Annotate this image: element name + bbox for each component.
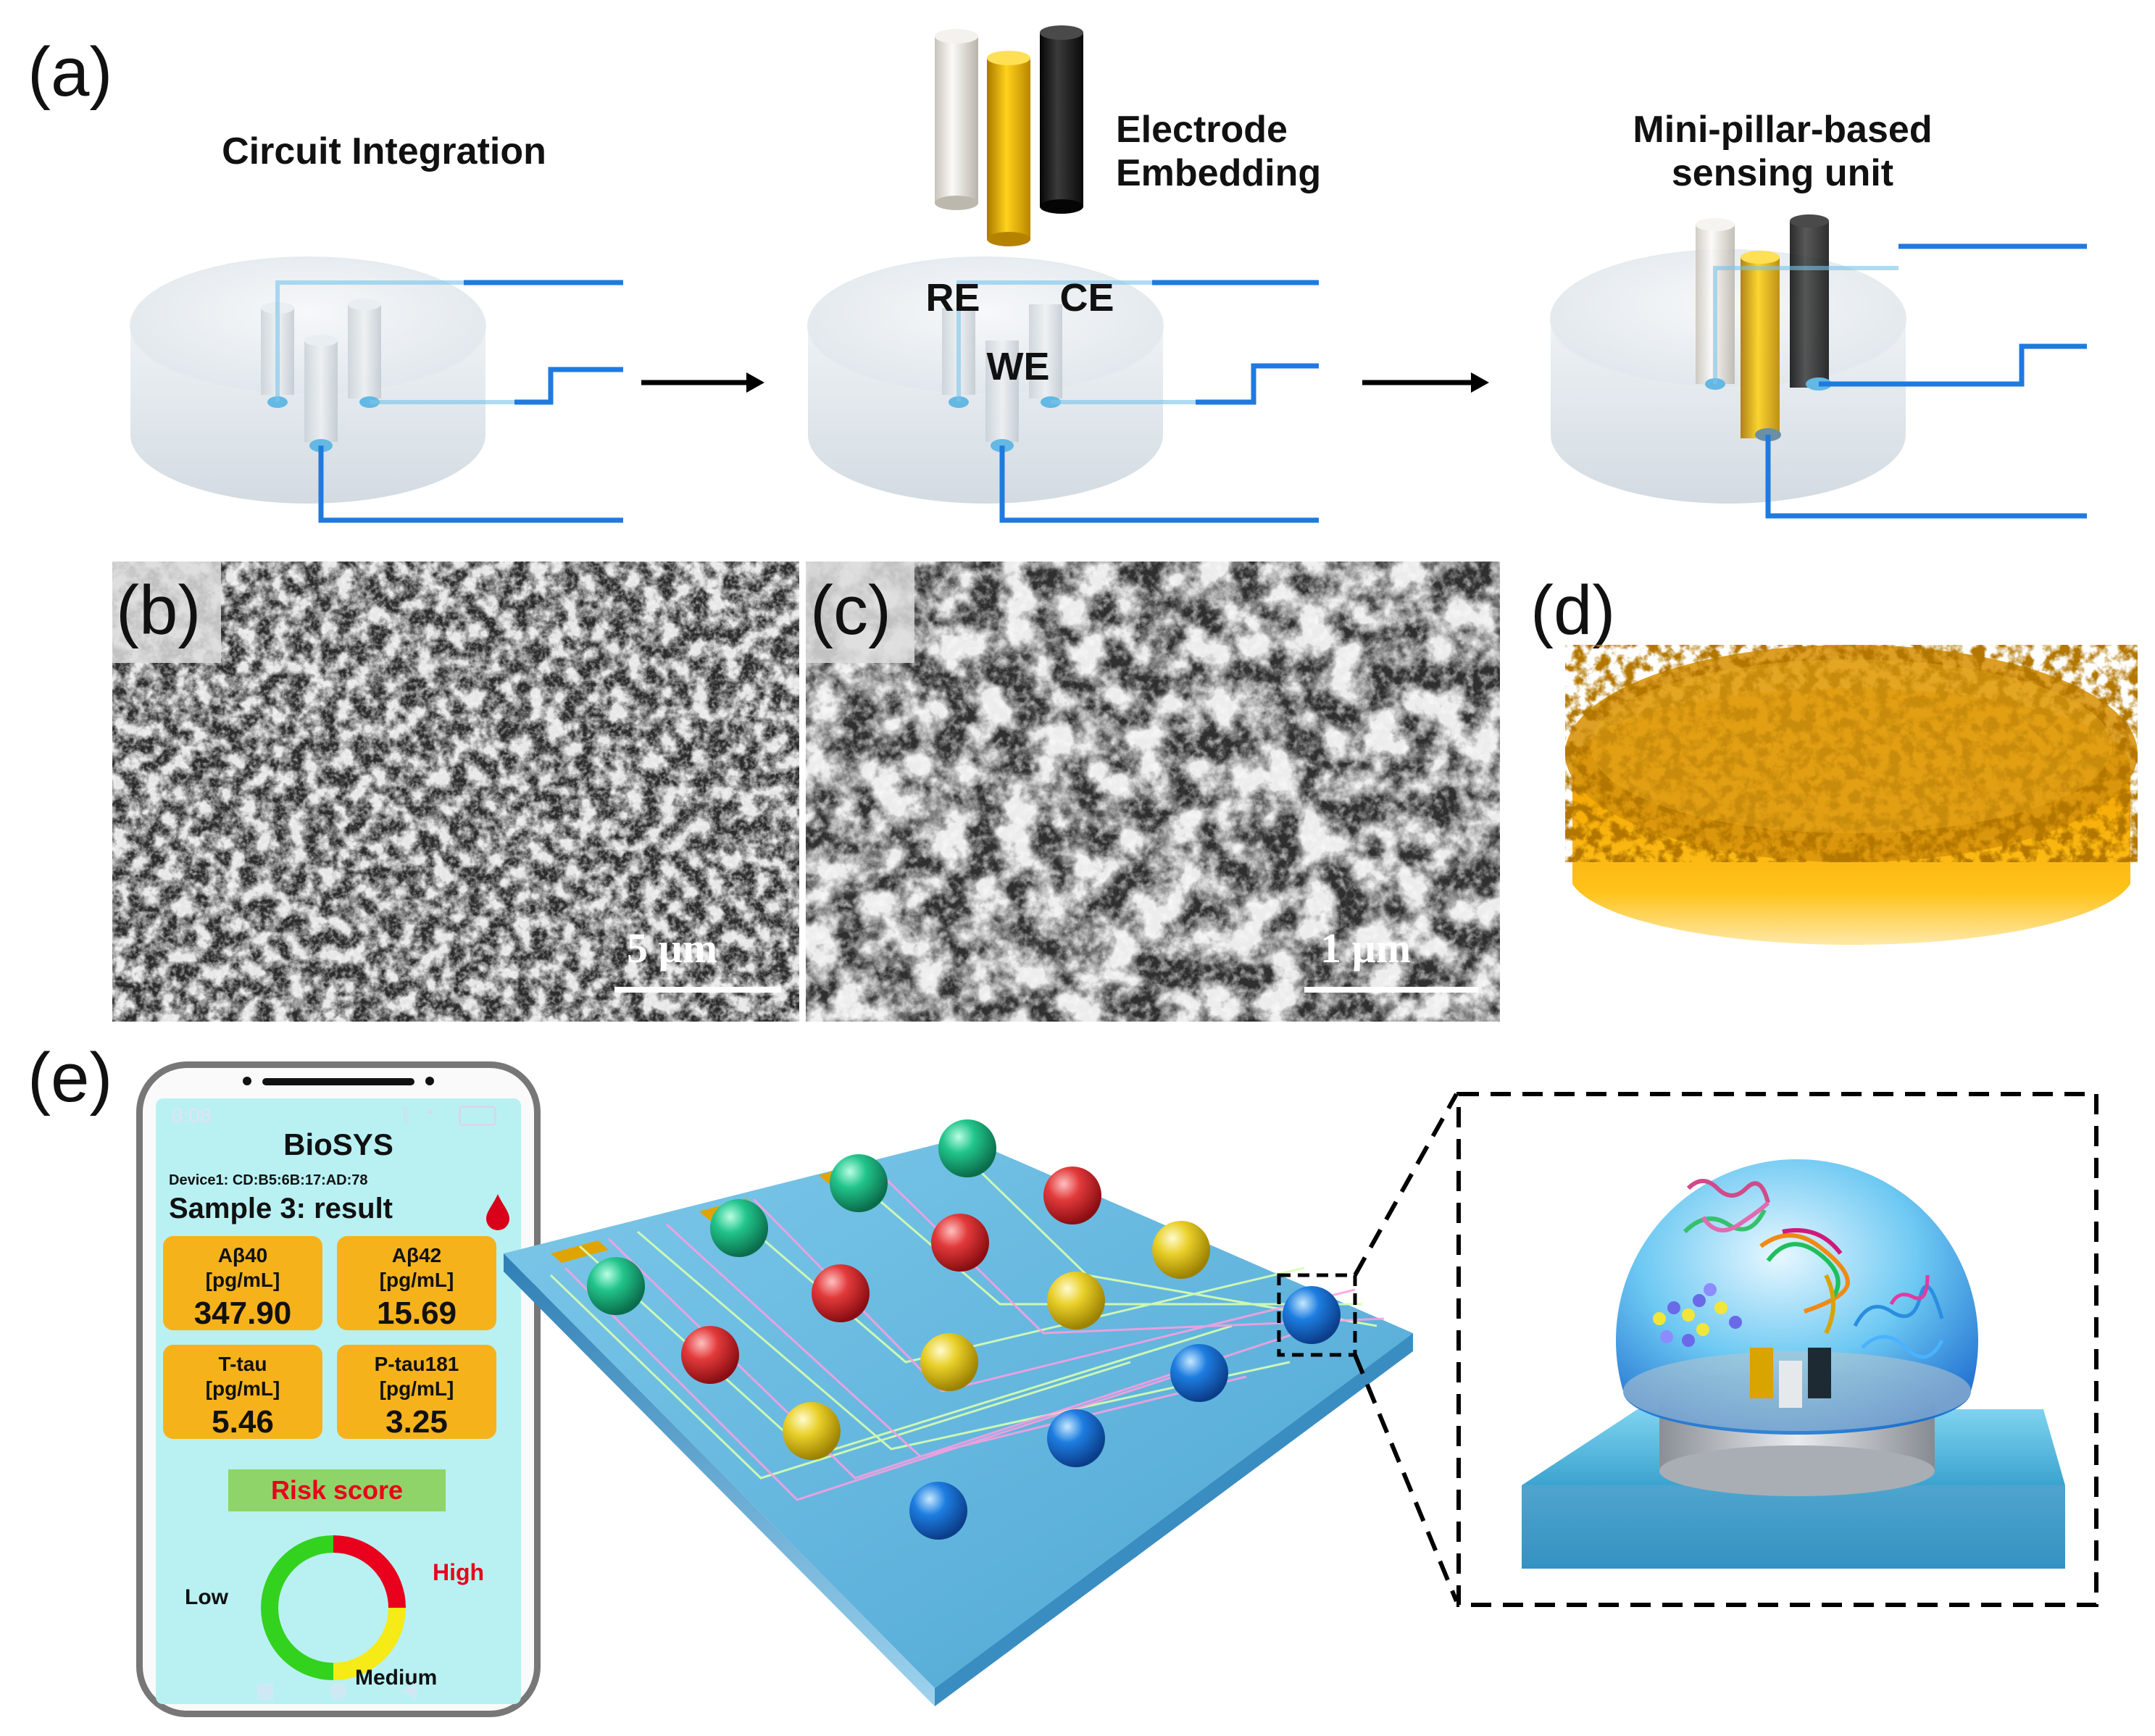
step3-title: Mini-pillar-based sensing unit [1551,109,2014,196]
scale-label-b: 5 µm [627,925,718,972]
tile-name: T-tau [218,1353,267,1375]
scale-bar-b [614,987,781,993]
bluetooth-icon: ᛒ [401,1104,412,1126]
tile-p-tau181[interactable]: P-tau181 [pg/mL] 3.25 [337,1345,496,1440]
nav-home-icon[interactable] [330,1682,347,1700]
arrow-2 [1362,372,1489,393]
gauge-low-arc [261,1535,334,1680]
sem-texture-b [112,562,799,1022]
tile-unit: [pg/mL] [205,1268,280,1291]
sensor-array-board [504,1119,1413,1706]
phone-camera-right [425,1077,434,1085]
gauge-high-arc [333,1535,406,1608]
tile-name: Aβ42 [391,1244,442,1266]
panel-c-label-bg [806,562,914,663]
gauge-label-medium: Medium [355,1666,438,1690]
gold-nanostructure-electrode [1565,645,2138,946]
device-id: Device1: CD:B5:6B:17:AD:78 [169,1172,368,1188]
tile-unit: [pg/mL] [379,1377,454,1400]
risk-gauge [261,1535,406,1680]
status-time: 8:08 [172,1104,212,1127]
tile-abeta40[interactable]: Aβ40 [pg/mL] 347.90 [163,1236,322,1332]
blood-drop-icon [486,1194,509,1230]
disc-electrode-embedding [807,25,1319,523]
zoom-selection-box [1277,1273,1357,1357]
label-we: WE [986,345,1050,388]
tile-value: 15.69 [376,1295,457,1332]
panel-a-label: (a) [28,33,113,111]
sample-result: Sample 3: result [169,1193,393,1224]
panel-e-label: (e) [28,1039,113,1117]
nav-back-icon[interactable] [402,1682,417,1700]
disc-sensing-unit [1550,214,2087,519]
sem-image-c [806,562,1500,1022]
gauge-label-high: High [433,1559,485,1585]
step2-title-line1: Electrode [1116,109,1288,151]
phone-screen: 8:08 ᛒ ◔ BioSYS Device1: CD:B5:6B:17:AD:… [156,1098,521,1704]
tile-value: 3.25 [385,1404,448,1440]
blue-protein [1853,1274,1944,1359]
scale-label-c: 1 µm [1320,925,1412,972]
ball-stick-molecule [1653,1283,1742,1347]
panel-d-label: (d) [1530,572,1616,649]
smartphone: 8:08 ᛒ ◔ BioSYS Device1: CD:B5:6B:17:AD:… [136,1061,541,1717]
tile-value: 5.46 [212,1404,274,1440]
tile-value: 347.90 [193,1295,292,1332]
sensing-dome [1522,1159,2065,1569]
tile-name: P-tau181 [374,1353,459,1375]
disc-circuit-integration [130,256,623,523]
tile-abeta42[interactable]: Aβ42 [pg/mL] 15.69 [337,1236,496,1332]
panel-b-label: (b) [116,572,201,649]
tile-unit: [pg/mL] [379,1268,454,1291]
tile-unit: [pg/mL] [205,1377,280,1400]
panel-b-label-bg [112,562,221,663]
scale-bar-c [1304,987,1478,993]
label-re: RE [925,276,980,320]
phone-speaker [262,1078,414,1085]
app-title: BioSYS [283,1127,393,1161]
sensor-spheres [587,1119,1341,1540]
phone-camera-left [243,1077,251,1085]
battery-icon [459,1106,496,1126]
panel-a-illustration [130,25,2087,523]
step3-title-line1: Mini-pillar-based [1633,109,1933,151]
protein-molecules [1683,1179,1851,1335]
tile-name: Aβ40 [217,1244,268,1266]
sem-texture-c [806,562,1500,1022]
arrow-1 [641,372,764,393]
panel-c-label: (c) [810,572,891,649]
step1-title: Circuit Integration [222,130,546,172]
step2-title: Electrode Embedding [1116,109,1420,196]
step3-title-line2: sensing unit [1671,151,1894,194]
risk-score-button[interactable]: Risk score [228,1469,446,1511]
zoom-callout [1353,1092,2098,1607]
wifi-icon: ◔ [422,1101,435,1124]
gauge-label-low: Low [185,1585,228,1609]
step2-title-line2: Embedding [1116,151,1322,194]
nav-square-icon[interactable] [257,1684,273,1700]
tile-t-tau[interactable]: T-tau [pg/mL] 5.46 [163,1345,322,1440]
gauge-medium-arc [333,1607,406,1680]
label-ce: CE [1059,276,1114,320]
sem-image-b [112,562,799,1022]
